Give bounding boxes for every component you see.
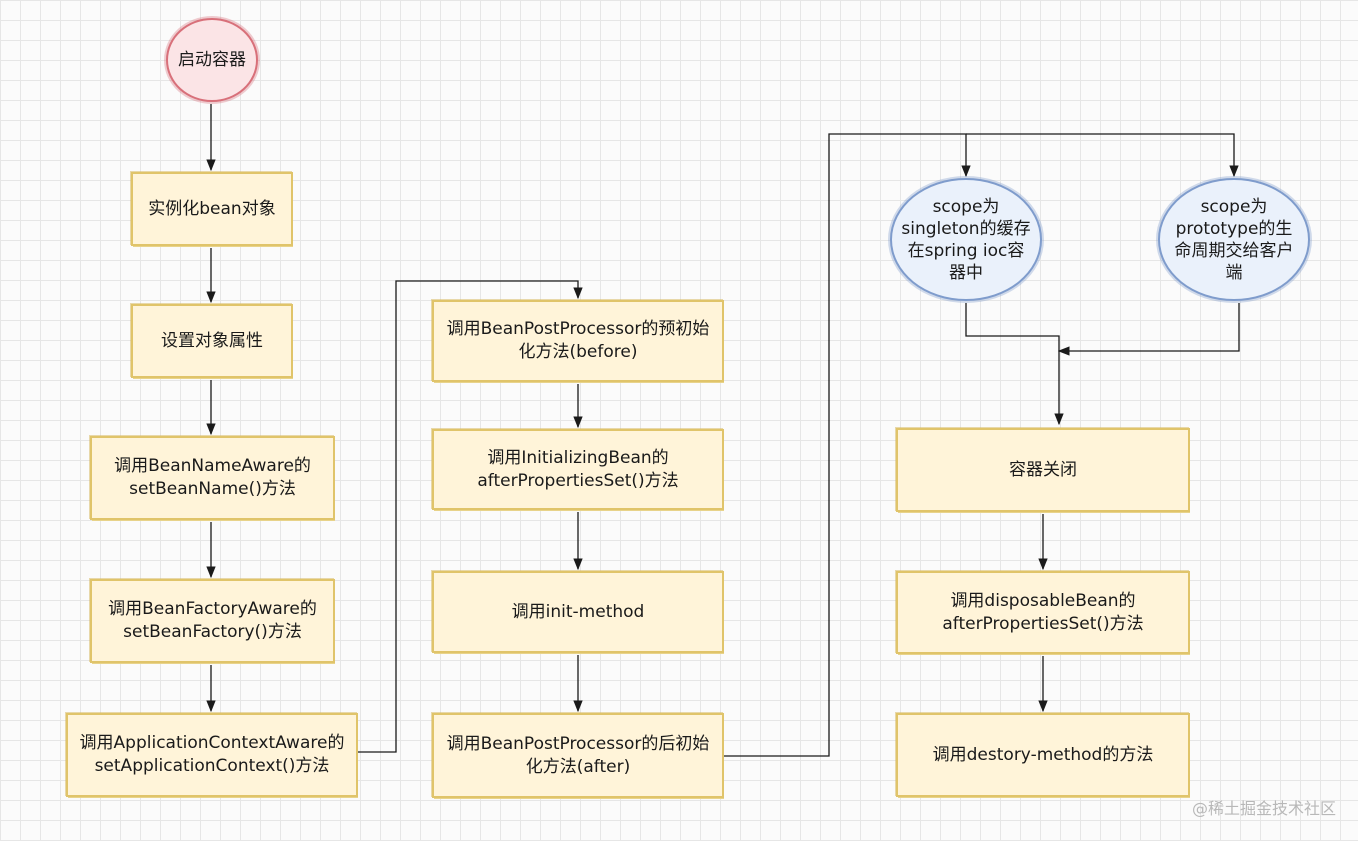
prototype-scope-node: scope为prototype的生命周期交给客户端 bbox=[1158, 178, 1310, 301]
post-processor-after-label: 调用BeanPostProcessor的后初始化方法(after) bbox=[446, 733, 710, 777]
initializing-bean-label: 调用InitializingBean的afterPropertiesSet()方… bbox=[477, 447, 679, 491]
disposable-bean-label: 调用disposableBean的afterPropertiesSet()方法 bbox=[942, 590, 1144, 634]
instantiate-bean-node: 实例化bean对象 bbox=[131, 172, 293, 246]
bean-name-aware-label: 调用BeanNameAware的setBeanName()方法 bbox=[114, 456, 311, 499]
arrow-branch-to-prototype bbox=[966, 133, 1239, 178]
arrow-singleton-to-merge bbox=[965, 303, 1064, 426]
arrow-prototype-to-merge bbox=[1057, 303, 1240, 356]
set-properties-label: 设置对象属性 bbox=[161, 330, 263, 351]
application-context-aware-node: 调用ApplicationContextAware的setApplication… bbox=[66, 713, 358, 797]
post-processor-before-label: 调用BeanPostProcessor的预初始化方法(before) bbox=[446, 319, 710, 362]
application-context-aware-label: 调用ApplicationContextAware的setApplication… bbox=[79, 733, 345, 776]
bean-factory-aware-label: 调用BeanFactoryAware的setBeanFactory()方法 bbox=[108, 599, 317, 642]
start-label: 启动容器 bbox=[178, 49, 246, 70]
initializing-bean-node: 调用InitializingBean的afterPropertiesSet()方… bbox=[432, 429, 724, 510]
bean-name-aware-node: 调用BeanNameAware的setBeanName()方法 bbox=[90, 436, 335, 520]
post-processor-before-node: 调用BeanPostProcessor的预初始化方法(before) bbox=[432, 300, 724, 382]
arrow-appcontext-to-post-before bbox=[358, 280, 583, 753]
container-close-node: 容器关闭 bbox=[896, 428, 1190, 512]
disposable-bean-node: 调用disposableBean的afterPropertiesSet()方法 bbox=[896, 571, 1190, 654]
set-properties-node: 设置对象属性 bbox=[131, 304, 293, 378]
singleton-scope-label: scope为singleton的缓存在spring ioc容器中 bbox=[901, 196, 1031, 283]
watermark: @稀土掘金技术社区 bbox=[1191, 799, 1336, 818]
singleton-scope-node: scope为singleton的缓存在spring ioc容器中 bbox=[890, 178, 1042, 301]
instantiate-bean-label: 实例化bean对象 bbox=[148, 198, 276, 219]
post-processor-after-node: 调用BeanPostProcessor的后初始化方法(after) bbox=[432, 713, 724, 798]
container-close-label: 容器关闭 bbox=[1009, 459, 1077, 480]
destroy-method-node: 调用destory-method的方法 bbox=[896, 713, 1190, 797]
init-method-label: 调用init-method bbox=[511, 601, 645, 622]
start-node: 启动容器 bbox=[166, 18, 258, 102]
arrow-post-after-to-scopes bbox=[724, 133, 971, 757]
destroy-method-label: 调用destory-method的方法 bbox=[932, 744, 1154, 765]
prototype-scope-label: scope为prototype的生命周期交给客户端 bbox=[1174, 196, 1294, 283]
bean-factory-aware-node: 调用BeanFactoryAware的setBeanFactory()方法 bbox=[90, 579, 335, 663]
init-method-node: 调用init-method bbox=[432, 571, 724, 653]
